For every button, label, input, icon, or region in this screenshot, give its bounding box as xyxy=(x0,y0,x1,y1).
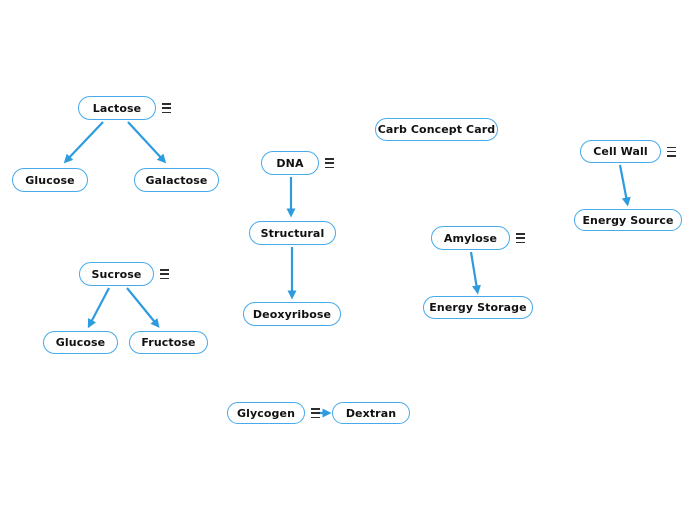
edge-arrow-cell-wall-to-energy-source xyxy=(618,164,631,207)
edge-arrow-sucrose-to-glucose-2 xyxy=(87,287,110,329)
node-label-dna: DNA xyxy=(276,156,304,170)
node-deoxyribose[interactable]: Deoxyribose xyxy=(243,302,341,326)
node-label-glucose-1: Glucose xyxy=(25,173,75,187)
menu-icon-glycogen[interactable] xyxy=(311,408,320,418)
menu-icon-lactose[interactable] xyxy=(162,103,171,113)
node-label-cell-wall: Cell Wall xyxy=(593,145,648,158)
edge-arrow-amylose-to-energy-storage xyxy=(469,251,481,295)
node-glucose-2[interactable]: Glucose xyxy=(43,331,118,354)
edge-arrow-lactose-to-galactose xyxy=(127,121,167,164)
menu-icon-cell-wall[interactable] xyxy=(667,146,676,157)
node-label-amylose: Amylose xyxy=(443,231,498,245)
node-label-energy-storage: Energy Storage xyxy=(429,301,527,314)
node-dna[interactable]: DNA xyxy=(261,151,319,175)
node-label-fructose: Fructose xyxy=(141,336,196,349)
node-label-glycogen: Glycogen xyxy=(236,406,295,420)
node-label-energy-source: Energy Source xyxy=(582,213,674,227)
node-carb-concept-card[interactable]: Carb Concept Card xyxy=(375,118,498,141)
node-glucose-1[interactable]: Glucose xyxy=(12,168,88,192)
node-label-sucrose: Sucrose xyxy=(91,267,142,281)
node-label-carb-concept-card: Carb Concept Card xyxy=(377,123,496,136)
node-lactose[interactable]: Lactose xyxy=(78,96,156,120)
node-amylose[interactable]: Amylose xyxy=(431,226,510,250)
node-cell-wall[interactable]: Cell Wall xyxy=(580,140,661,163)
node-structural[interactable]: Structural xyxy=(249,221,336,245)
node-sucrose[interactable]: Sucrose xyxy=(79,262,154,286)
node-label-galactose: Galactose xyxy=(145,173,208,187)
node-galactose[interactable]: Galactose xyxy=(134,168,219,192)
node-label-structural: Structural xyxy=(260,226,325,240)
edge-arrow-sucrose-to-fructose xyxy=(126,287,160,328)
menu-icon-sucrose[interactable] xyxy=(160,269,169,279)
node-label-glucose-2: Glucose xyxy=(55,336,106,349)
menu-icon-dna[interactable] xyxy=(325,158,334,168)
node-dextran[interactable]: Dextran xyxy=(332,402,410,424)
menu-icon-amylose[interactable] xyxy=(516,233,525,243)
node-fructose[interactable]: Fructose xyxy=(129,331,208,354)
node-glycogen[interactable]: Glycogen xyxy=(227,402,305,424)
node-energy-source[interactable]: Energy Source xyxy=(574,209,682,231)
node-label-lactose: Lactose xyxy=(92,101,142,115)
node-energy-storage[interactable]: Energy Storage xyxy=(423,296,533,319)
node-label-deoxyribose: Deoxyribose xyxy=(252,307,332,321)
node-label-dextran: Dextran xyxy=(345,406,397,420)
edge-arrow-lactose-to-glucose-1 xyxy=(63,121,104,164)
